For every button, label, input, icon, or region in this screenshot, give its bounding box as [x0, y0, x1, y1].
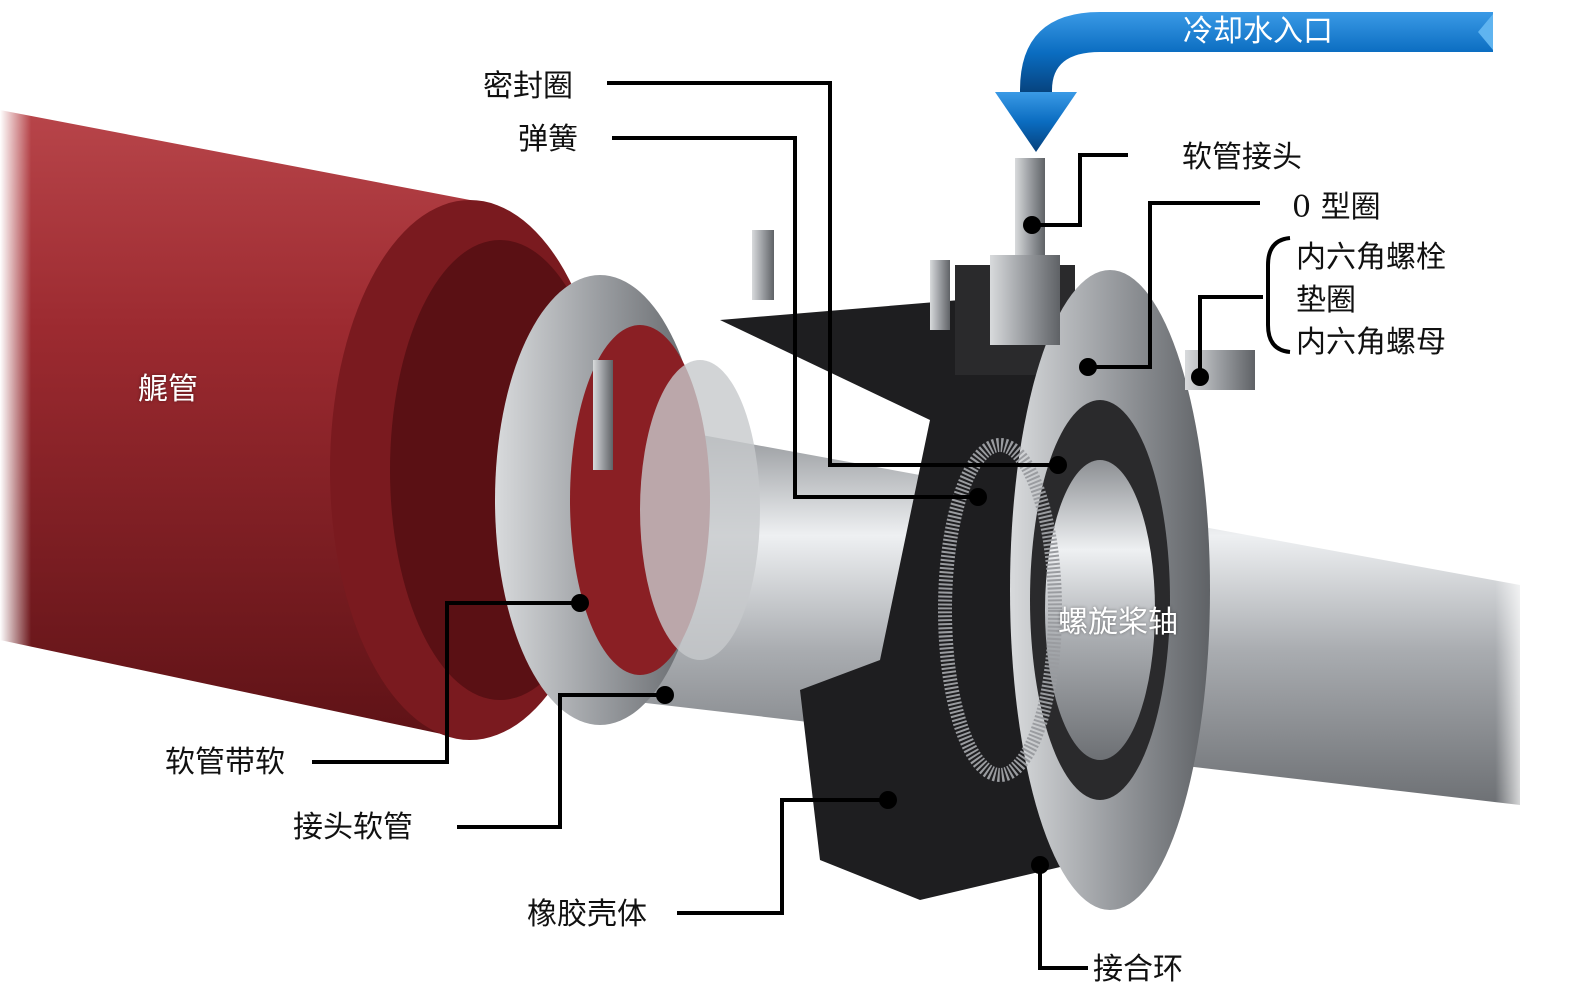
coolant-inlet-arrow: [995, 12, 1493, 152]
coupling-ring-label: 接合环: [1093, 952, 1183, 987]
rubber-housing-label: 橡胶壳体: [527, 897, 647, 932]
hose-fitting-label: 软管接头: [1182, 140, 1302, 175]
coolant-inlet-label: 冷却水入口: [1183, 14, 1333, 49]
joint-hose-label: 接头软管: [293, 810, 413, 845]
hex-bolt-label: 内六角螺栓: [1296, 240, 1446, 275]
hose-clamp-label: 软管带软: [165, 745, 285, 780]
washer-label: 垫圈: [1296, 283, 1356, 318]
spring: [938, 438, 1062, 782]
leader-lines: [312, 81, 1291, 970]
hex-nut-label: 内六角螺母: [1296, 325, 1446, 360]
leader-dots: [571, 216, 1209, 874]
hose-fitting: [1015, 158, 1045, 258]
o-ring-label: 0 型圈: [1292, 190, 1381, 225]
seal-ring-label: 密封圈: [483, 69, 573, 104]
stern-tube-label: 艉管: [138, 372, 198, 407]
spring-label: 弹簧: [518, 122, 578, 157]
propeller-shaft-label: 螺旋桨轴: [1058, 605, 1178, 640]
rubber-housing: [720, 300, 1090, 900]
